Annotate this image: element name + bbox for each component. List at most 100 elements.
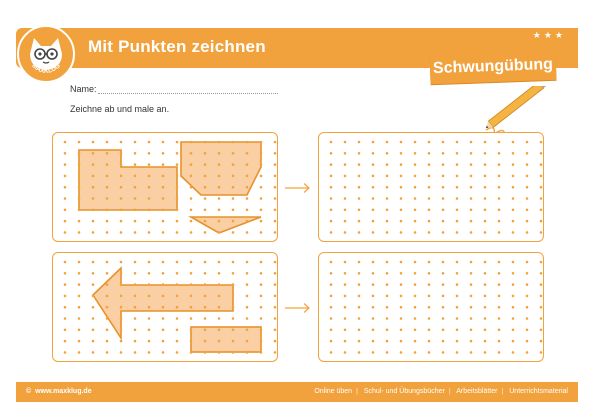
grid-dot: [357, 231, 361, 234]
grid-dot: [427, 208, 431, 212]
grid-dot: [469, 317, 473, 320]
grid-dot: [511, 185, 515, 189]
footer-link-online[interactable]: Online üben: [314, 388, 353, 395]
grid-dot: [161, 197, 165, 200]
grid-dot: [511, 339, 515, 343]
grid-dot: [245, 272, 249, 275]
grid-dot: [539, 231, 543, 234]
grid-dot: [203, 231, 207, 234]
grid-dot: [119, 351, 123, 354]
grid-dot: [469, 260, 473, 264]
grid-dot: [371, 208, 375, 212]
name-line[interactable]: [98, 93, 278, 94]
grid-dot: [217, 294, 221, 298]
grid-dot: [273, 351, 277, 354]
grid-dot: [259, 305, 263, 309]
grid-dot: [371, 152, 375, 155]
grid-dot: [77, 140, 81, 144]
grid-dot: [343, 317, 347, 320]
grid-dot: [427, 260, 431, 264]
grid-dot: [245, 260, 249, 264]
grid-dot: [63, 174, 67, 178]
grid-dot: [385, 185, 389, 189]
grid-dot: [357, 219, 361, 223]
grid-dot: [161, 219, 165, 223]
grid-dot: [329, 339, 333, 343]
grid-dot: [161, 208, 165, 212]
grid-dot: [161, 163, 165, 166]
grid-dot: [469, 140, 473, 144]
grid-dot: [119, 339, 123, 343]
grid-dot: [189, 328, 193, 332]
grid-dot: [231, 317, 235, 320]
drawing-panel-2[interactable]: [318, 252, 544, 362]
grid-dot: [497, 328, 501, 332]
grid-dot: [483, 208, 487, 212]
grid-dot: [245, 174, 249, 178]
grid-dot: [399, 351, 403, 354]
grid-dot: [525, 152, 529, 155]
grid-dot: [217, 163, 221, 166]
grid-dot: [63, 260, 67, 264]
grid-dot: [469, 152, 473, 155]
grid-dot: [399, 328, 403, 332]
logo-text: MAXKLUG: [30, 62, 62, 75]
grid-dot: [217, 185, 221, 189]
exercise-badge: Schwungübung: [429, 49, 557, 85]
grid-dot: [77, 152, 81, 155]
difficulty-stars: ★★★: [532, 30, 566, 40]
grid-dot: [133, 283, 137, 286]
footer-link-worksheets[interactable]: Arbeitsblätter: [456, 388, 498, 395]
grid-dot: [105, 305, 109, 309]
grid-dot: [175, 219, 179, 223]
grid-dot: [455, 317, 459, 320]
drawing-grid-1[interactable]: [319, 133, 543, 241]
grid-dot: [105, 140, 109, 144]
grid-dot: [119, 305, 123, 309]
grid-dot: [427, 174, 431, 178]
grid-dot: [231, 272, 235, 275]
grid-dot: [497, 260, 501, 264]
grid-dot: [427, 163, 431, 166]
grid-dot: [399, 339, 403, 343]
grid-dot: [189, 140, 193, 144]
grid-dot: [385, 317, 389, 320]
grid-dot: [483, 339, 487, 343]
grid-dot: [371, 305, 375, 309]
grid-dot: [245, 163, 249, 166]
grid-dot: [175, 328, 179, 332]
grid-dot: [273, 163, 277, 166]
grid-dot: [63, 185, 67, 189]
grid-dot: [77, 272, 81, 275]
grid-dot: [105, 317, 109, 320]
grid-dot: [105, 219, 109, 223]
grid-dot: [343, 185, 347, 189]
grid-dot: [161, 305, 165, 309]
grid-dot: [539, 163, 543, 166]
footer-link-materials[interactable]: Unterrichtsmaterial: [509, 388, 568, 395]
grid-dot: [427, 197, 431, 200]
grid-dot: [105, 339, 109, 343]
grid-dot: [91, 294, 95, 298]
grid-dot: [497, 163, 501, 166]
grid-dot: [203, 208, 207, 212]
grid-dot: [329, 317, 333, 320]
grid-dot: [455, 208, 459, 212]
grid-dot: [273, 208, 277, 212]
website-link[interactable]: www.maxklug.de: [35, 388, 92, 395]
footer-link-books[interactable]: Schul- und Übungsbücher: [363, 388, 445, 395]
drawing-grid-2[interactable]: [319, 253, 543, 361]
grid-dot: [147, 174, 151, 178]
instruction-text: Zeichne ab und male an.: [70, 104, 170, 114]
grid-dot: [119, 140, 123, 144]
grid-dot: [539, 317, 543, 320]
grid-dot: [231, 152, 235, 155]
grid-dot: [203, 283, 207, 286]
grid-dot: [385, 272, 389, 275]
grid-dot: [133, 317, 137, 320]
grid-dot: [343, 208, 347, 212]
drawing-panel-1[interactable]: [318, 132, 544, 242]
grid-dot: [511, 260, 515, 264]
grid-dot: [441, 317, 445, 320]
grid-dot: [91, 328, 95, 332]
